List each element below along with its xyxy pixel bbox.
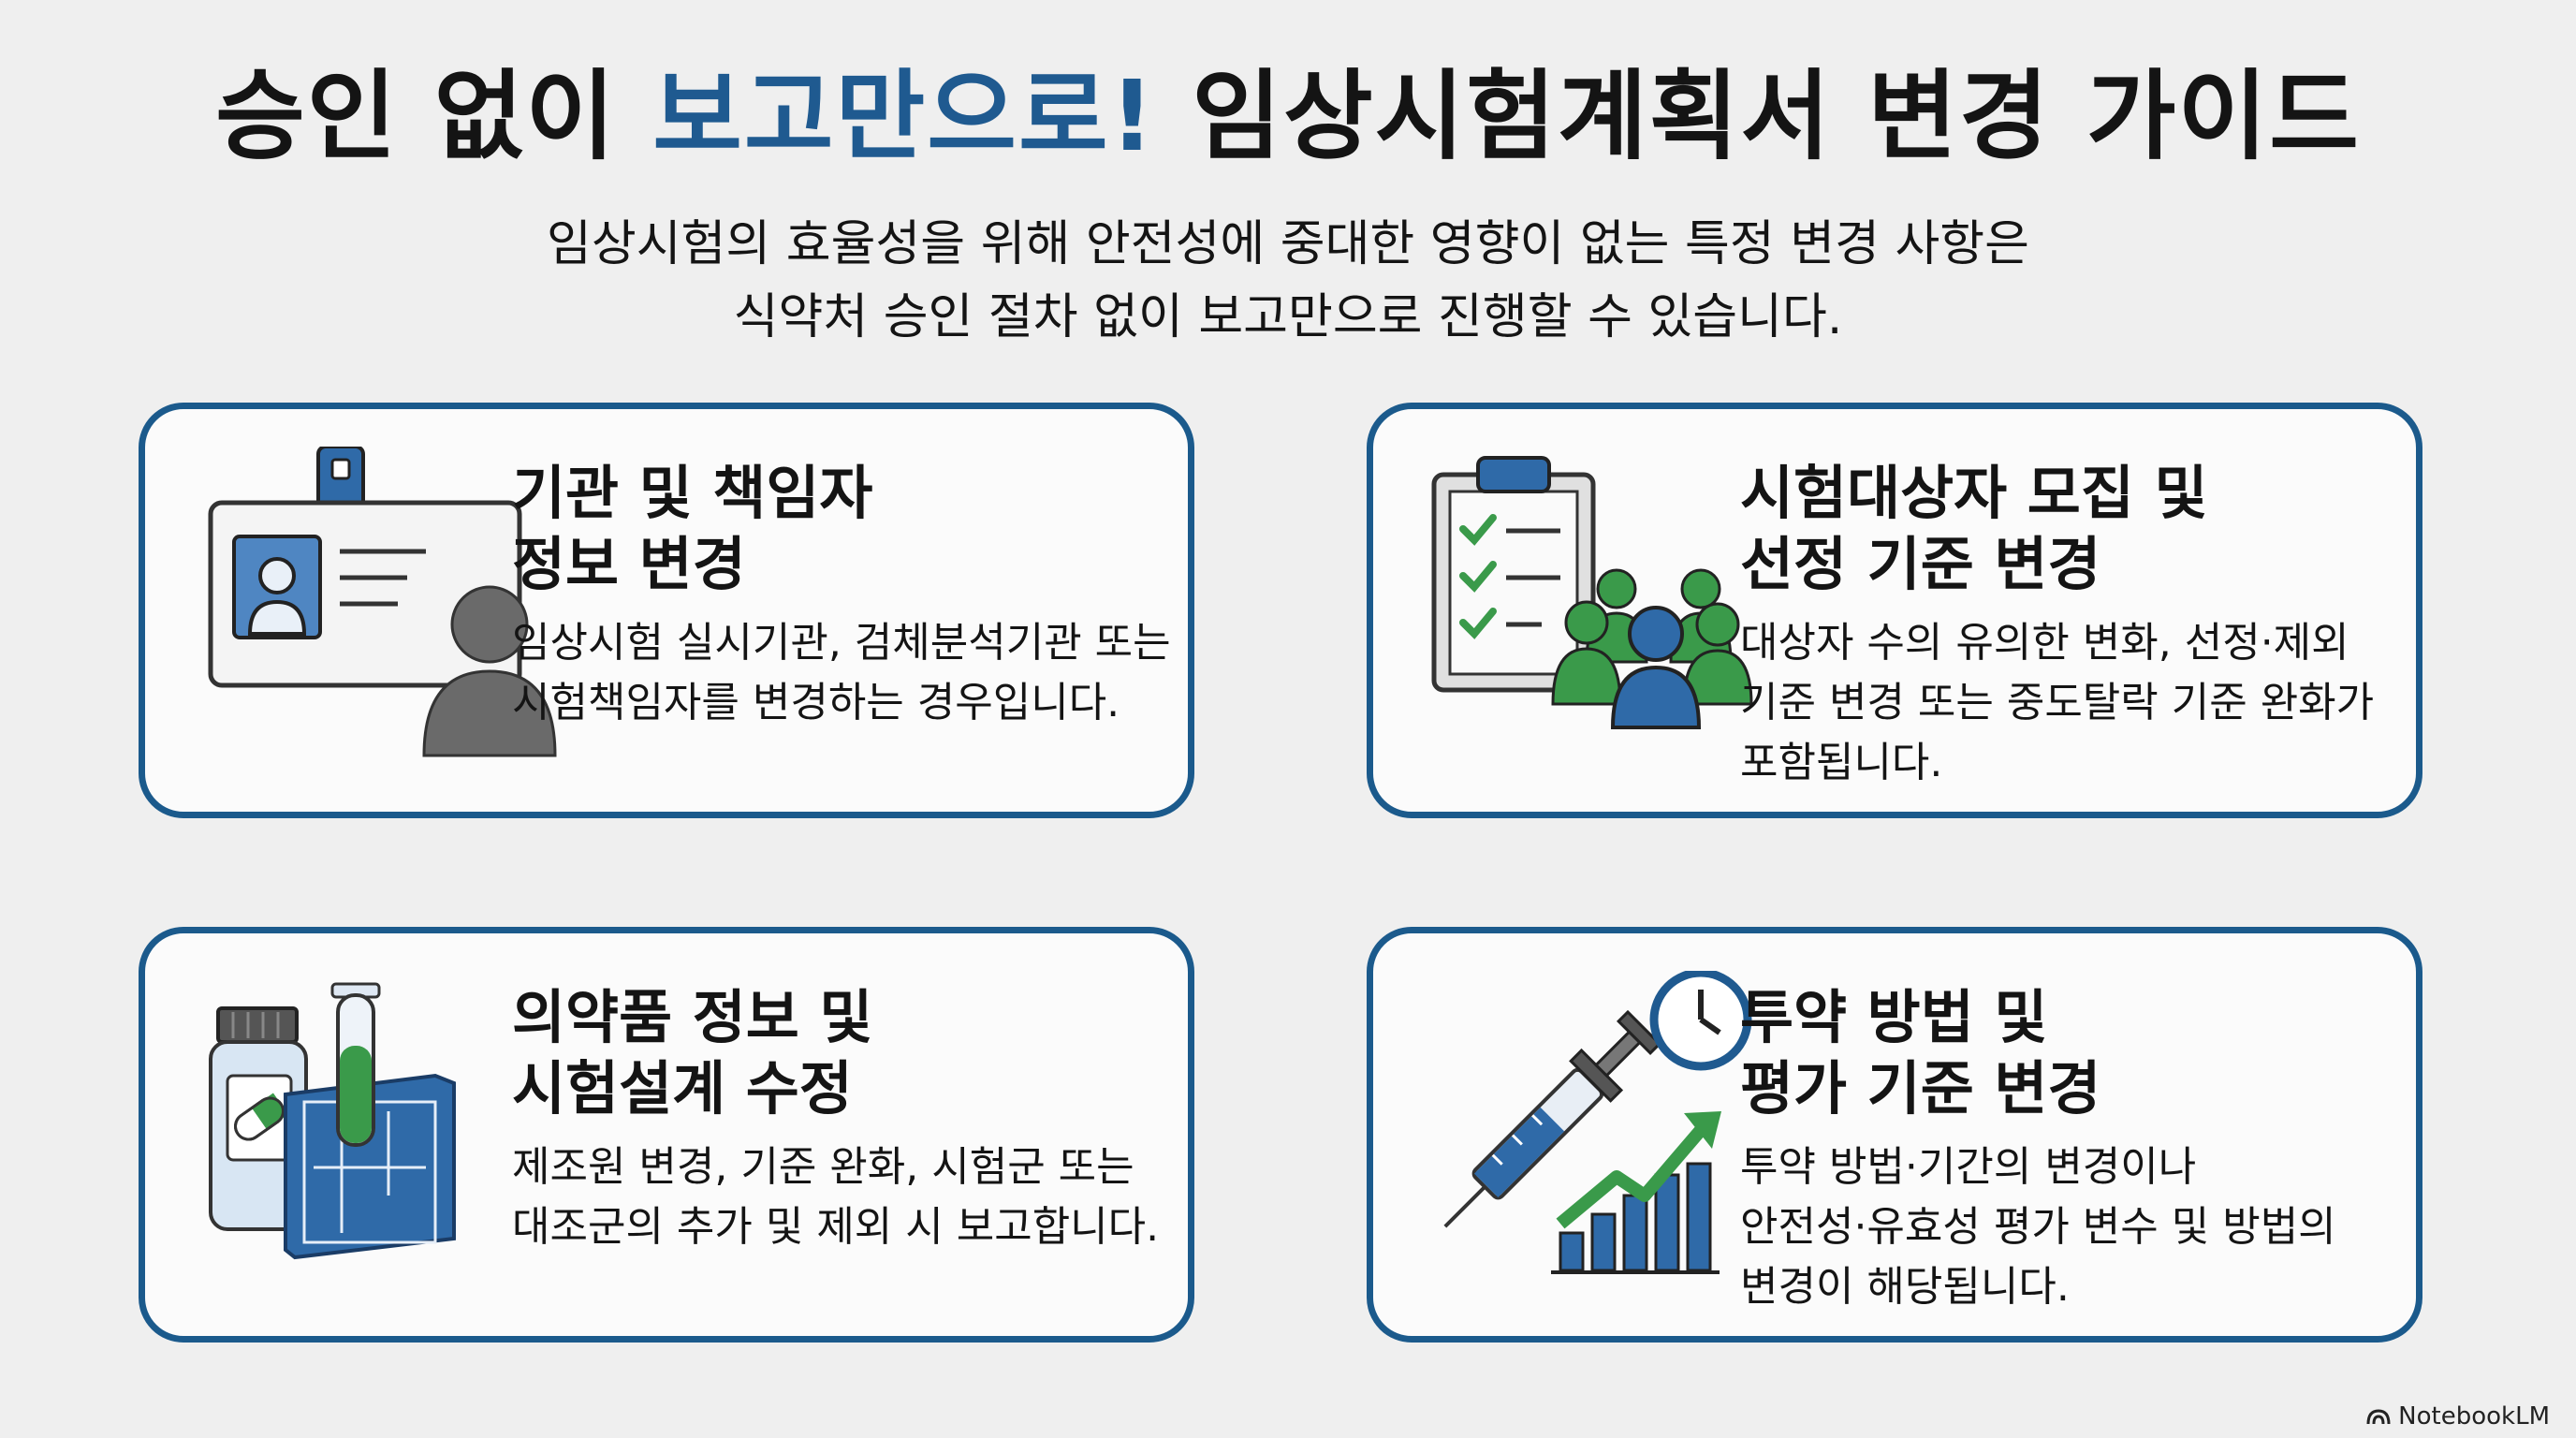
id-badge-person-icon <box>208 447 557 757</box>
card-institution-change: 기관 및 책임자 정보 변경 임상시험 실시기관, 검체분석기관 또는 시험책임… <box>139 403 1194 818</box>
card-3-title: 의약품 정보 및 시험설계 수정 <box>512 983 873 1123</box>
card-4-body: 투약 방법·기간의 변경이나 안전성·유효성 평가 변수 및 방법의 변경이 해… <box>1740 1143 2336 1311</box>
subtitle-line-1: 임상시험의 효율성을 위해 안전성에 중대한 영향이 없는 특정 변경 사항은 <box>547 216 2029 272</box>
syringe-clock-chart-icon <box>1443 971 1752 1274</box>
card-1-title: 기관 및 책임자 정보 변경 <box>512 459 873 598</box>
card-2-title: 시험대상자 모집 및 선정 기준 변경 <box>1740 459 2208 598</box>
clipboard-group-icon <box>1431 456 1753 729</box>
card-drug-design-change: 의약품 정보 및 시험설계 수정 제조원 변경, 기준 완화, 시험군 또는 대… <box>139 927 1194 1343</box>
brand-label: NotebookLM <box>2398 1402 2550 1431</box>
subtitle-line-2: 식약처 승인 절차 없이 보고만으로 진행할 수 있습니다. <box>733 289 1843 345</box>
card-1-body: 임상시험 실시기관, 검체분석기관 또는 시험책임자를 변경하는 경우입니다. <box>512 619 1171 726</box>
title-before: 승인 없이 <box>215 59 653 173</box>
title-after: 임상시험계획서 변경 가이드 <box>1156 59 2361 173</box>
card-2-body: 대상자 수의 유의한 변화, 선정·제외 기준 변경 또는 중도탈락 기준 완화… <box>1740 619 2375 786</box>
card-dosing-evaluation-change: 투약 방법 및 평가 기준 변경 투약 방법·기간의 변경이나 안전성·유효성 … <box>1367 927 2422 1343</box>
page-subtitle: 임상시험의 효율성을 위해 안전성에 중대한 영향이 없는 특정 변경 사항은 … <box>0 208 2576 354</box>
brand-footer: NotebookLM <box>2366 1402 2550 1431</box>
card-3-body: 제조원 변경, 기준 완화, 시험군 또는 대조군의 추가 및 제외 시 보고합… <box>512 1143 1160 1251</box>
card-subject-criteria-change: 시험대상자 모집 및 선정 기준 변경 대상자 수의 유의한 변화, 선정·제외… <box>1367 403 2422 818</box>
page-title: 승인 없이 보고만으로! 임상시험계획서 변경 가이드 <box>0 58 2576 175</box>
notebooklm-logo-icon <box>2366 1409 2391 1425</box>
title-accent: 보고만으로! <box>652 59 1157 173</box>
card-4-title: 투약 방법 및 평가 기준 변경 <box>1740 983 2101 1123</box>
medicine-blueprint-icon <box>209 982 456 1260</box>
